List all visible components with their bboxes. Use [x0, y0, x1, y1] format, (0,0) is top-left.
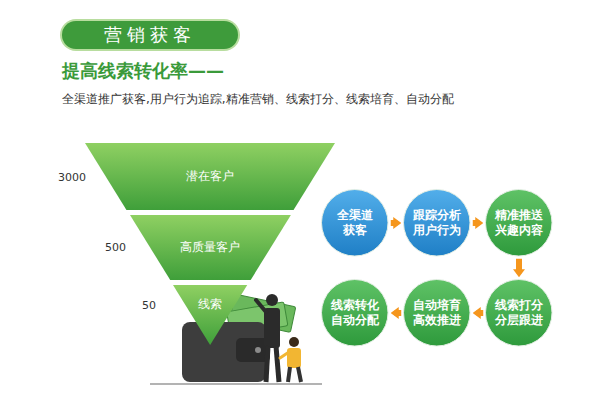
circle-label: 线索转化 自动分配 [327, 298, 383, 328]
person-head [289, 337, 299, 347]
ground-line [150, 383, 322, 385]
process-circle: 自动培育 高效推进 [403, 279, 471, 347]
circle-fill [486, 190, 553, 257]
circle-label: 线索打分 分层跟进 [491, 298, 547, 328]
flow-arrow [473, 220, 479, 226]
funnel-count: 50 [142, 299, 156, 312]
heading: 提高线索转化率—— [62, 59, 224, 83]
subtitle: 全渠道推广获客,用户行为追踪,精准营销、线索打分、线索培育、自动分配 [62, 91, 454, 108]
funnel-band: 高质量客户 [130, 215, 291, 280]
person-arm [280, 352, 289, 358]
circle-fill [486, 280, 553, 347]
person-leg [298, 367, 301, 382]
funnel-band: 潜在客户 [85, 143, 335, 210]
funnel-band-fill [85, 143, 335, 210]
flow-arrow [477, 310, 483, 316]
circle-fill [322, 280, 389, 347]
circle-label: 跟踪分析 用户行为 [409, 208, 465, 238]
person-leg [266, 346, 268, 382]
title-pill: 营销获客 [62, 21, 238, 49]
funnel-band-fill [130, 215, 291, 280]
funnel-band-fill [173, 285, 247, 345]
funnel-band: 线索 [173, 285, 247, 345]
band-label: 线索 [198, 297, 222, 312]
circle-fill [404, 280, 471, 347]
band-label: 潜在客户 [186, 169, 234, 184]
process-circle: 线索打分 分层跟进 [485, 279, 553, 347]
process-circle: 全渠道 获客 [321, 189, 389, 257]
circle-label: 全渠道 获客 [327, 208, 383, 238]
funnel-count: 3000 [58, 171, 86, 184]
circle-fill [322, 190, 389, 257]
person-arm [256, 300, 266, 312]
circle-fill [404, 190, 471, 257]
title-text: 营销获客 [104, 23, 196, 47]
band-label: 高质量客户 [180, 240, 240, 255]
flow-arrow [516, 259, 522, 273]
process-circle: 跟踪分析 用户行为 [403, 189, 471, 257]
flow-arrow [395, 310, 401, 316]
person-body [264, 308, 280, 348]
process-circle: 线索转化 自动分配 [321, 279, 389, 347]
person-head [266, 294, 278, 306]
circle-label: 自动培育 高效推进 [409, 298, 465, 328]
person-leg [276, 346, 279, 382]
person-leg [288, 367, 290, 382]
circle-label: 精准推送 兴趣内容 [491, 208, 547, 238]
flow-arrow [391, 220, 397, 226]
process-circle: 精准推送 兴趣内容 [485, 189, 553, 257]
funnel-count: 500 [105, 241, 126, 254]
wallet-button [255, 347, 261, 353]
funnel-band-shape [173, 285, 247, 345]
